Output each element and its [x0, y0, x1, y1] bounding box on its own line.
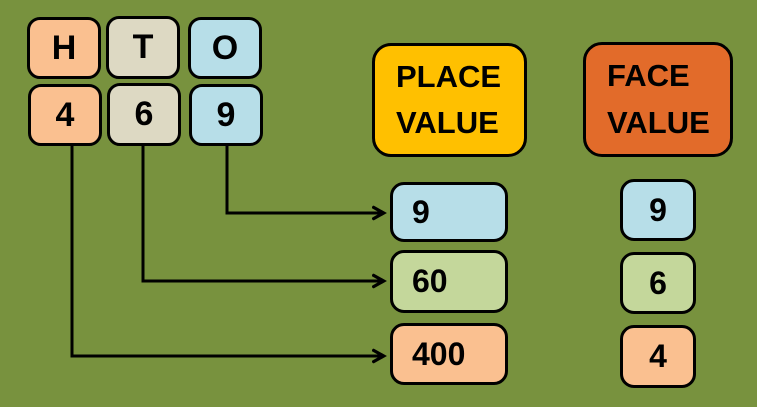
- face-value-header: FACE VALUE: [583, 42, 733, 157]
- place-value-header-line1: PLACE: [396, 58, 502, 94]
- digit-tens: 6: [107, 83, 181, 146]
- column-header-tens: T: [106, 16, 180, 79]
- face-value-hundreds: 4: [620, 325, 696, 388]
- place-value-ones: 9: [390, 182, 508, 242]
- face-value-tens: 6: [620, 252, 696, 314]
- arrow-tens-to-place-value: [141, 146, 383, 281]
- face-value-header-line1: FACE: [607, 58, 690, 93]
- digit-hundreds: 4: [28, 84, 102, 146]
- arrow-ones-to-place-value: [225, 146, 383, 213]
- place-value-header-line2: VALUE: [396, 105, 499, 140]
- digit-ones: 9: [189, 84, 263, 146]
- column-header-ones: O: [188, 17, 262, 79]
- face-value-ones: 9: [620, 179, 696, 241]
- face-value-header-line2: VALUE: [607, 104, 710, 140]
- arrow-hundreds-to-place-value: [70, 146, 383, 356]
- place-value-tens: 60: [390, 250, 508, 313]
- column-header-hundreds: H: [27, 17, 101, 79]
- place-value-hundreds: 400: [390, 323, 508, 385]
- place-value-header: PLACE VALUE: [372, 43, 527, 157]
